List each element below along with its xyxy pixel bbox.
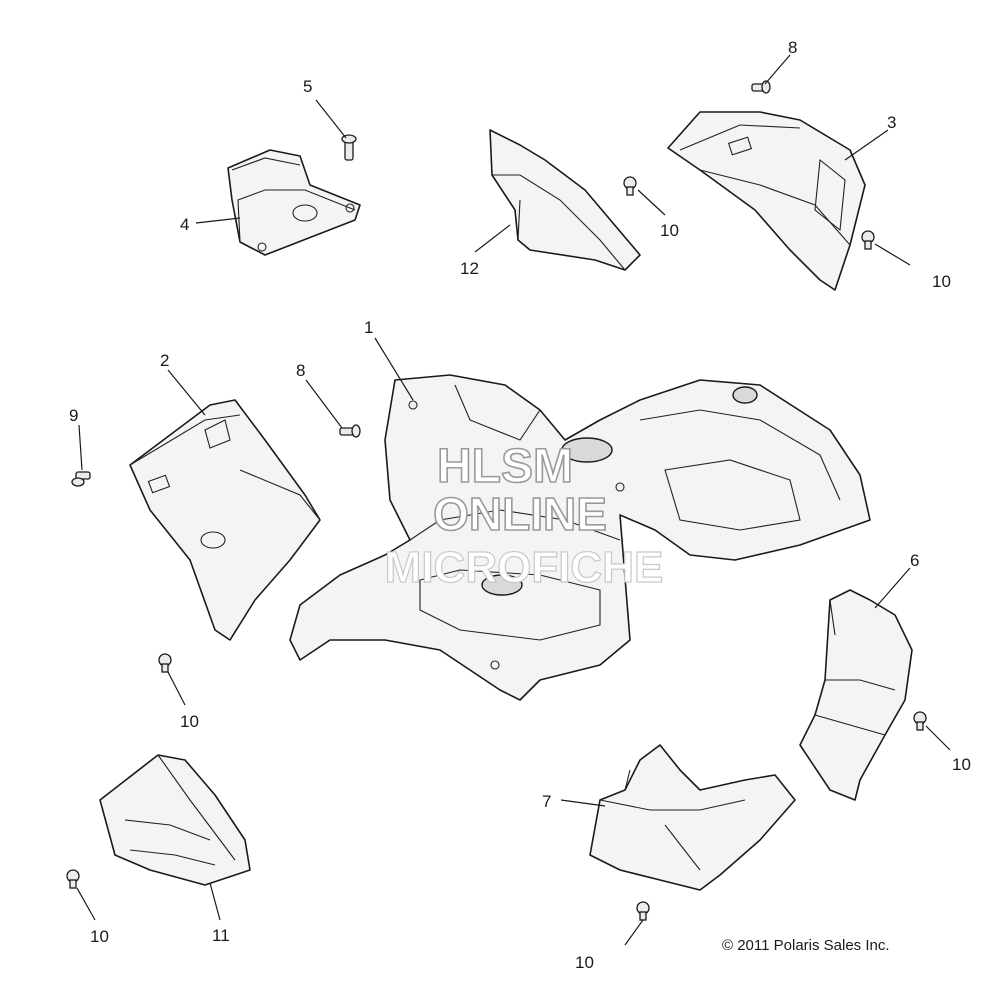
callout-8-top: 8: [788, 38, 797, 57]
part-8-screw-middle: [339, 424, 361, 438]
part-10-clip-b: [861, 230, 875, 250]
callout-2: 2: [160, 351, 169, 370]
watermark-line-1: HLSM: [437, 440, 573, 493]
callout-3: 3: [887, 113, 896, 132]
callout-11: 11: [212, 926, 230, 945]
callout-12: 12: [460, 259, 479, 278]
part-8-screw-top: [751, 80, 771, 94]
part-2-side-panel: [129, 399, 321, 641]
callout-5: 5: [303, 77, 312, 96]
part-10-clip-e: [66, 869, 80, 889]
watermark-line-3: MICROFICHE: [385, 543, 664, 592]
callout-10-b: 10: [932, 272, 951, 291]
callout-4: 4: [180, 215, 189, 234]
callout-10-e: 10: [90, 927, 109, 946]
part-10-clip-c: [158, 653, 172, 673]
callout-7: 7: [542, 792, 551, 811]
part-12-shield: [489, 129, 641, 271]
callout-labels: 1 2 3 4 5 6 7 8 8 9 10 10 10 10 10 10 11…: [69, 38, 971, 972]
watermark-line-2: ONLINE: [433, 488, 607, 540]
part-10-clip-f: [636, 901, 650, 921]
callout-6: 6: [910, 551, 919, 570]
part-3-side-panel: [667, 111, 866, 291]
copyright-notice: © 2011 Polaris Sales Inc.: [722, 937, 890, 954]
part-10-clip-a: [623, 176, 637, 196]
part-10-clip-d: [913, 711, 927, 731]
callout-10-c: 10: [180, 712, 199, 731]
part-11-side-panel: [99, 754, 251, 886]
callout-8-middle: 8: [296, 361, 305, 380]
leader-lines: [76, 54, 951, 946]
part-5-screw: [341, 134, 357, 161]
callout-10-a: 10: [660, 221, 679, 240]
watermark: HLSM ONLINE MICROFICHE: [384, 439, 664, 592]
callout-10-f: 10: [575, 953, 594, 972]
callout-10-d: 10: [952, 755, 971, 774]
part-6-side-panel: [799, 589, 913, 801]
callout-9: 9: [69, 406, 78, 425]
part-7-front-panel: [589, 744, 796, 891]
part-9-screw: [71, 471, 91, 487]
part-4-cover: [227, 149, 361, 256]
part-1-body: [289, 374, 871, 701]
callout-1: 1: [364, 318, 373, 337]
